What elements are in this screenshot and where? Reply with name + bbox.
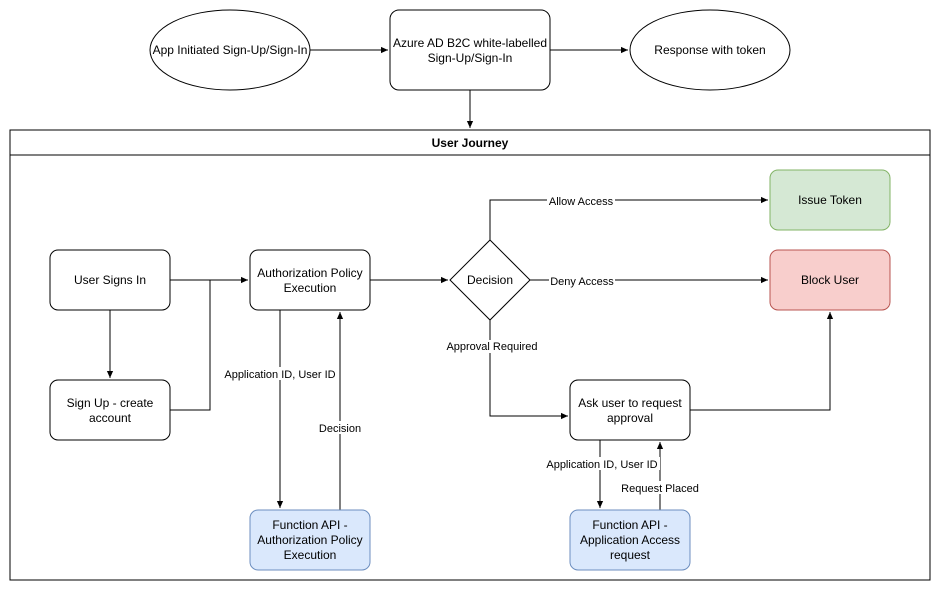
svg-text:Function API -: Function API - <box>592 518 667 532</box>
svg-text:account: account <box>89 411 132 425</box>
svg-text:User Signs In: User Signs In <box>74 273 146 287</box>
edge-signup-to-auth <box>170 280 211 411</box>
label-approval-required: Approval Required <box>446 341 537 353</box>
edge-allow-access <box>489 196 768 240</box>
node-issue-token: Issue Token <box>769 169 891 231</box>
svg-text:Execution: Execution <box>284 548 337 562</box>
node-ask-approval: Ask user to request approval <box>569 379 691 441</box>
node-app-initiated: App Initiated Sign-Up/Sign-In <box>149 9 311 91</box>
svg-text:request: request <box>610 548 651 562</box>
container-title: User Journey <box>432 136 509 150</box>
svg-text:Function API -: Function API - <box>272 518 347 532</box>
edge-approval-required <box>489 320 568 420</box>
label-allow-access: Allow Access <box>549 196 614 208</box>
svg-text:Azure AD B2C white-labelled: Azure AD B2C white-labelled <box>393 36 547 50</box>
svg-text:App Initiated Sign-Up/Sign-In: App Initiated Sign-Up/Sign-In <box>153 43 308 57</box>
svg-text:Ask user to request: Ask user to request <box>578 396 682 410</box>
node-response-token: Response with token <box>629 9 791 91</box>
label-request-placed: Request Placed <box>621 483 699 495</box>
svg-text:Decision: Decision <box>467 273 513 287</box>
node-func-access: Function API - Application Access reques… <box>569 509 691 571</box>
svg-text:Block User: Block User <box>801 273 859 287</box>
node-azure-b2c: Azure AD B2C white-labelled Sign-Up/Sign… <box>389 9 551 91</box>
edge-ask-to-block <box>690 312 834 411</box>
node-func-auth: Function API - Authorization Policy Exec… <box>249 509 371 571</box>
svg-text:Sign Up - create: Sign Up - create <box>67 396 154 410</box>
node-decision: Decision <box>449 239 531 321</box>
svg-text:Sign-Up/Sign-In: Sign-Up/Sign-In <box>428 51 513 65</box>
node-user-signs-in: User Signs In <box>49 249 171 311</box>
svg-text:Authorization Policy: Authorization Policy <box>257 533 362 547</box>
node-sign-up: Sign Up - create account <box>49 379 171 441</box>
label-app-id-user-id-1: Application ID, User ID <box>224 369 335 381</box>
svg-text:approval: approval <box>607 411 653 425</box>
svg-text:Issue Token: Issue Token <box>798 193 862 207</box>
node-block-user: Block User <box>769 249 891 311</box>
label-app-id-user-id-2: Application ID, User ID <box>546 459 657 471</box>
node-auth-policy: Authorization Policy Execution <box>249 249 371 311</box>
svg-text:Response with token: Response with token <box>654 43 765 57</box>
edges <box>106 46 834 510</box>
user-journey-container: User Journey <box>9 129 931 581</box>
label-decision-return: Decision <box>319 423 361 435</box>
svg-text:Application Access: Application Access <box>580 533 680 547</box>
label-deny-access: Deny Access <box>550 276 614 288</box>
svg-text:Authorization Policy: Authorization Policy <box>257 266 362 280</box>
svg-text:Execution: Execution <box>284 281 337 295</box>
edge-labels: Allow Access Deny Access Approval Requir… <box>222 194 700 495</box>
